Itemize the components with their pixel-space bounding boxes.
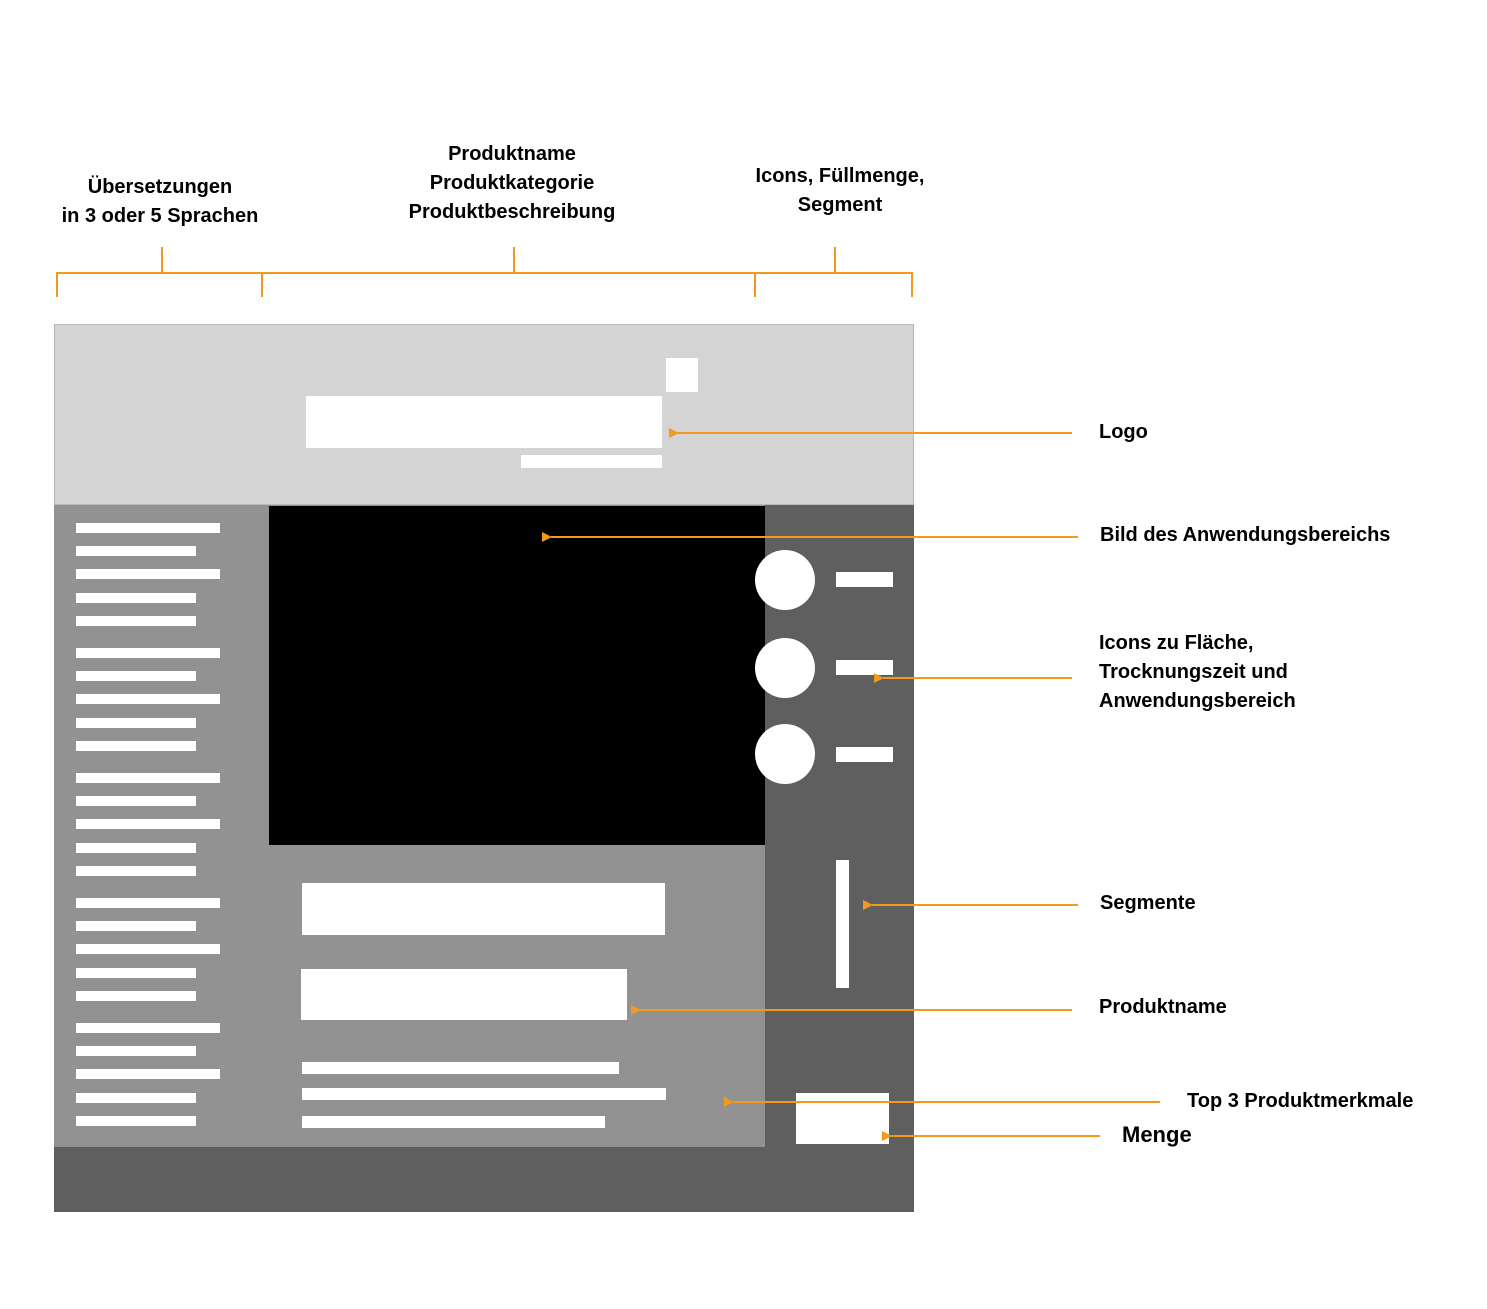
- drying-time-icon-text: [836, 660, 893, 675]
- product-category-placeholder: [302, 883, 665, 935]
- translation-line: [76, 1069, 220, 1079]
- logo-small-square: [666, 358, 698, 392]
- translation-line: [76, 968, 196, 978]
- translation-line: [76, 819, 220, 829]
- logo-placeholder: [306, 396, 662, 448]
- translation-line: [76, 773, 220, 783]
- callout-features: Top 3 Produktmerkmale: [1187, 1090, 1414, 1112]
- translation-line: [76, 796, 196, 806]
- translation-line: [76, 1023, 220, 1033]
- translation-line: [76, 523, 220, 533]
- translation-line: [76, 694, 220, 704]
- feature-line-1: [302, 1062, 619, 1074]
- application-area-icon: [755, 724, 815, 784]
- translation-line: [76, 569, 220, 579]
- segment-bar: [836, 860, 849, 988]
- translation-line: [76, 991, 196, 1001]
- callout-segments: Segmente: [1100, 892, 1196, 914]
- translation-line: [76, 1116, 196, 1126]
- label-product-info: Produktname Produktkategorie Produktbesc…: [408, 143, 616, 223]
- translation-line: [76, 898, 220, 908]
- translation-line: [76, 593, 196, 603]
- application-image: [269, 506, 765, 845]
- translation-line: [76, 671, 196, 681]
- translation-line: [76, 944, 220, 954]
- product-name-placeholder: [301, 969, 627, 1020]
- translation-line: [76, 921, 196, 931]
- translation-line: [76, 718, 196, 728]
- area-icon: [755, 550, 815, 610]
- callout-logo: Logo: [1099, 421, 1148, 443]
- translation-line: [76, 1046, 196, 1056]
- label-mockup: [54, 324, 914, 1212]
- bracket-translations: [56, 247, 263, 297]
- feature-line-2: [302, 1088, 666, 1100]
- drying-time-icon: [755, 638, 815, 698]
- translation-line: [76, 546, 196, 556]
- area-icon-text: [836, 572, 893, 587]
- callout-application-image: Bild des Anwendungsbereichs: [1100, 524, 1391, 546]
- translation-line: [76, 648, 220, 658]
- callout-icons: Icons zu Fläche, Trocknungszeit und Anwe…: [1099, 632, 1296, 712]
- feature-line-3: [302, 1116, 605, 1128]
- translation-line: [76, 1093, 196, 1103]
- callout-quantity: Menge: [1122, 1122, 1192, 1147]
- bracket-icons: [754, 247, 913, 297]
- translation-line: [76, 843, 196, 853]
- application-area-icon-text: [836, 747, 893, 762]
- label-translations: Übersetzungen in 3 oder 5 Sprachen: [61, 176, 259, 227]
- label-icons-fill-segment: Icons, Füllmenge, Segment: [755, 165, 925, 216]
- callout-product-name: Produktname: [1099, 996, 1227, 1018]
- bracket-product-info: [262, 247, 755, 274]
- translation-line: [76, 741, 196, 751]
- translation-line: [76, 616, 196, 626]
- logo-subline: [521, 455, 662, 468]
- translation-line: [76, 866, 196, 876]
